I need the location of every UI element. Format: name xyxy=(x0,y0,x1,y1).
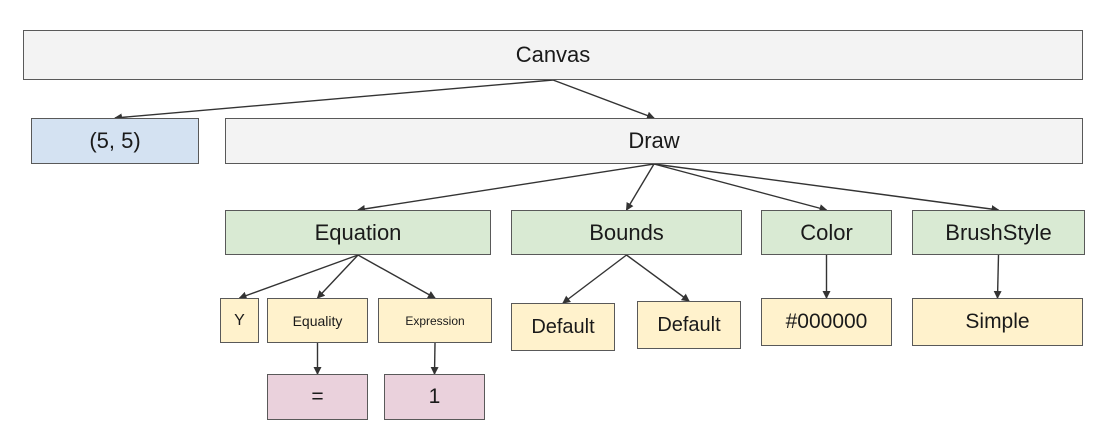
edge-draw-to-bounds xyxy=(625,163,655,211)
node-default-left: Default xyxy=(511,303,615,351)
node-expression: Expression xyxy=(378,298,492,343)
edge-equation-to-equality xyxy=(316,254,359,299)
edge-draw-to-color xyxy=(653,163,828,213)
node-color-value: #000000 xyxy=(761,298,892,346)
node-bounds: Bounds xyxy=(511,210,742,255)
edge-equation-to-y xyxy=(238,254,359,300)
node-one: 1 xyxy=(384,374,485,420)
edge-bounds-to-default_1 xyxy=(562,254,627,304)
edge-canvas-to-point xyxy=(114,79,554,122)
edge-bounds-to-default_2 xyxy=(626,254,690,302)
edge-draw-to-brush_style xyxy=(653,163,1000,214)
node-point-5-5: (5, 5) xyxy=(31,118,199,164)
node-default-right: Default xyxy=(637,301,741,349)
node-y: Y xyxy=(220,298,259,343)
edge-draw-to-equation xyxy=(357,163,655,213)
node-brush-style: BrushStyle xyxy=(912,210,1085,255)
node-brush-value: Simple xyxy=(912,298,1083,346)
node-equals: = xyxy=(267,374,368,420)
edge-canvas-to-draw xyxy=(552,79,655,120)
node-draw: Draw xyxy=(225,118,1083,164)
edge-expression-to-one xyxy=(430,342,439,375)
node-color: Color xyxy=(761,210,892,255)
edge-brush_style-to-brush_value xyxy=(993,254,1002,299)
edge-equation-to-expression xyxy=(357,254,436,299)
node-canvas: Canvas xyxy=(23,30,1083,80)
node-equality: Equality xyxy=(267,298,368,343)
node-equation: Equation xyxy=(225,210,491,255)
